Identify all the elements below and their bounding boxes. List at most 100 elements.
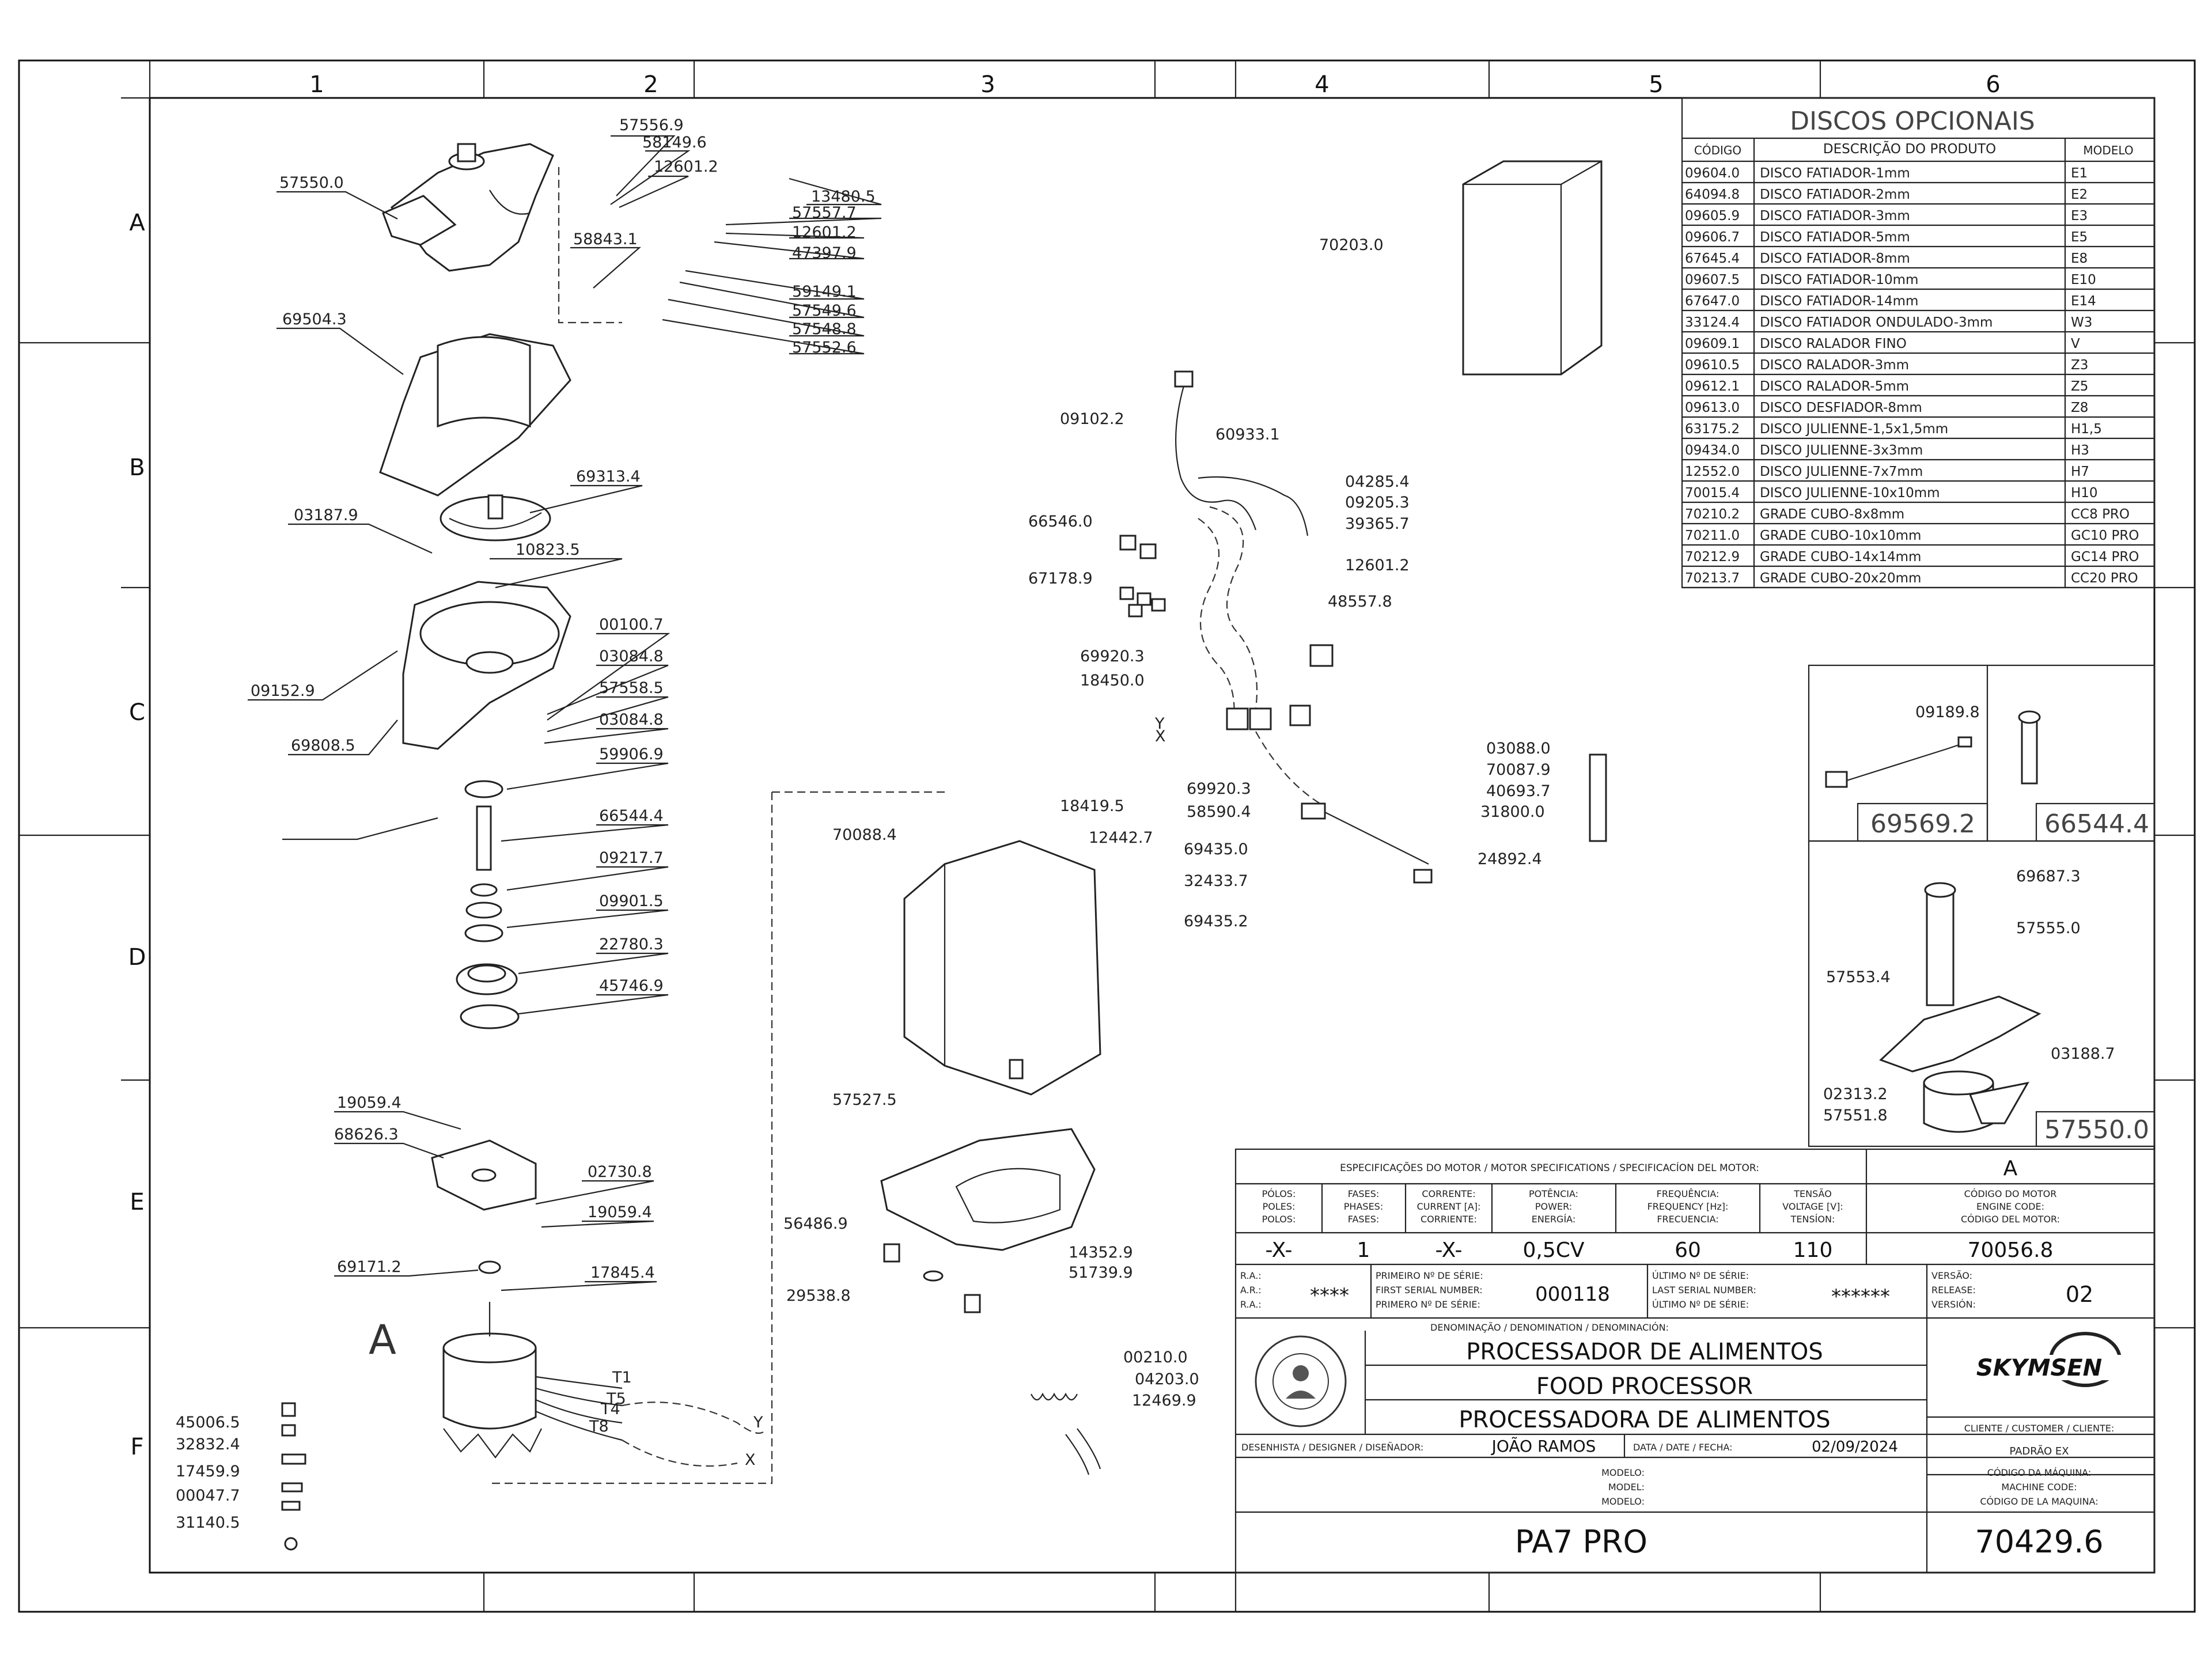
disc-model: Z8 — [2071, 400, 2088, 415]
callout: 32832.4 — [176, 1435, 240, 1453]
callout: 57527.5 — [832, 1091, 897, 1109]
feed-chute-sketch — [379, 333, 571, 497]
zone-col-4: 4 — [1315, 71, 1329, 98]
spec-value: 0,5CV — [1522, 1238, 1584, 1262]
machine-code-label-3: CÓDIGO DE LA MAQUINA: — [1980, 1496, 2098, 1507]
zone-col-5: 5 — [1649, 71, 1663, 98]
discs-header-desc: DESCRIÇÃO DO PRODUTO — [1823, 141, 1996, 157]
spec-col-heading: VOLTAGE [V]: — [1782, 1201, 1843, 1212]
callout: 18419.5 — [1060, 797, 1124, 815]
skymsen-logo: SKYMSEN — [1976, 1332, 2152, 1387]
callout: 09152.9 — [251, 682, 315, 700]
disc-model: CC8 PRO — [2071, 507, 2130, 522]
wire-labels: T1 T5 T4 T8 Y X Y X — [589, 715, 1166, 1469]
disc-code: 09610.5 — [1685, 358, 1740, 373]
zone-col-1: 1 — [309, 71, 324, 98]
motor-sketch — [442, 1260, 767, 1467]
disc-model: H3 — [2071, 443, 2089, 458]
callout: 69313.4 — [576, 468, 641, 486]
kit-box-sketch — [1462, 160, 1603, 376]
hardware-sketch — [281, 1402, 306, 1551]
disc-desc: DISCO JULIENNE-3x3mm — [1760, 443, 1923, 458]
callout: 00047.7 — [176, 1487, 240, 1505]
authorized-service-seal — [1255, 1335, 1347, 1427]
disc-desc: DISCO DESFIADOR-8mm — [1760, 400, 1922, 415]
disc-code: 70213.7 — [1685, 571, 1740, 586]
callout: 69687.3 — [2016, 868, 2081, 885]
wire-label: Y — [753, 1414, 763, 1431]
version-label-3: VERSIÓN: — [1931, 1299, 1976, 1310]
callout: 12601.2 — [1345, 556, 1410, 574]
ejector-disc-sketch — [440, 494, 551, 541]
lid-feeder-sketch — [382, 143, 554, 272]
last-serial-label-3: ÚLTIMO Nº DE SÉRIE: — [1652, 1299, 1749, 1310]
callout: 19059.4 — [588, 1203, 652, 1221]
zone-row-a: A — [129, 210, 145, 236]
disc-desc: DISCO RALADOR-3mm — [1760, 358, 1909, 373]
optional-discs-table: DISCOS OPCIONAIS CÓDIGO DESCRIÇÃO DO PRO… — [1681, 97, 2156, 589]
callout: 12469.9 — [1132, 1392, 1196, 1410]
motor-plate-sketch — [431, 1139, 537, 1211]
callout: 66546.0 — [1028, 513, 1093, 531]
product-name-es: PROCESSADORA DE ALIMENTOS — [1459, 1407, 1830, 1433]
callout: 69808.5 — [291, 737, 355, 755]
version: 02 — [2066, 1282, 2093, 1307]
disc-model: E10 — [2071, 272, 2096, 287]
callout: 70087.9 — [1486, 761, 1551, 779]
callout: 57553.4 — [1826, 968, 1891, 986]
callout-labels: 57550.0 57556.9 58149.6 12601.2 13480.5 … — [176, 116, 2115, 1532]
date-label: DATA / DATE / FECHA: — [1633, 1442, 1733, 1453]
disc-code: 09612.1 — [1685, 379, 1740, 394]
version-label-1: VERSÃO: — [1931, 1270, 1972, 1281]
spec-col-heading: ENGINE CODE: — [1976, 1201, 2044, 1212]
connector-sketch — [1119, 535, 1166, 618]
bowl-housing-sketch — [402, 581, 571, 750]
motor-cover-sketch — [903, 840, 1101, 1096]
zone-col-2: 2 — [643, 71, 658, 98]
product-name-en: FOOD PROCESSOR — [1536, 1373, 1753, 1400]
callout: 47397.9 — [792, 244, 857, 262]
drawing-frame: 1 2 3 4 5 6 A B C D E F — [18, 59, 2196, 1613]
disc-desc: DISCO FATIADOR ONDULADO-3mm — [1760, 315, 1993, 330]
shaft-stack-sketch — [456, 780, 520, 1029]
disc-model: GC10 PRO — [2071, 528, 2139, 543]
callout: 69920.3 — [1080, 647, 1145, 665]
ra-label-1: R.A.: — [1240, 1270, 1262, 1281]
callout: 03084.8 — [599, 711, 664, 729]
disc-code: 70015.4 — [1685, 486, 1740, 501]
callout: 19059.4 — [337, 1094, 402, 1112]
callout: 09901.5 — [599, 892, 664, 910]
callout: 29538.8 — [786, 1287, 851, 1305]
disc-code: 70211.0 — [1685, 528, 1740, 543]
spec-col-heading: PHASES: — [1344, 1201, 1383, 1212]
discs-title: DISCOS OPCIONAIS — [1790, 107, 2035, 136]
model-name: PA7 PRO — [1515, 1524, 1647, 1560]
callout: 45006.5 — [176, 1414, 240, 1431]
disc-code: 09604.0 — [1685, 166, 1740, 181]
spec-value: 1 — [1357, 1238, 1370, 1262]
disc-desc: DISCO FATIADOR-1mm — [1760, 166, 1910, 181]
disc-model: E3 — [2071, 209, 2088, 224]
callout: 68626.3 — [334, 1126, 399, 1143]
zone-row-e: E — [130, 1189, 144, 1215]
model-label-2: MODEL: — [1608, 1482, 1645, 1493]
callout: 57558.5 — [599, 679, 664, 697]
leader-lines — [248, 135, 882, 1291]
callout: 17459.9 — [176, 1463, 240, 1480]
denomination-label: DENOMINAÇÃO / DENOMINATION / DENOMINACIÓ… — [1430, 1322, 1669, 1333]
first-serial-label-2: FIRST SERIAL NUMBER: — [1376, 1285, 1483, 1296]
disc-desc: GRADE CUBO-10x10mm — [1760, 528, 1921, 543]
callout: 00210.0 — [1123, 1349, 1188, 1366]
callout: 48557.8 — [1328, 593, 1392, 611]
motor-variant-letter: A — [369, 1316, 396, 1363]
callout: 57551.8 — [1823, 1107, 1888, 1124]
zone-col-3: 3 — [980, 71, 995, 98]
callout: 57548.8 — [792, 320, 857, 338]
disc-desc: DISCO FATIADOR-5mm — [1760, 230, 1910, 245]
discs-header-code: CÓDIGO — [1694, 143, 1741, 157]
disc-code: 12552.0 — [1685, 464, 1740, 479]
model-label-3: MODELO: — [1601, 1496, 1645, 1507]
first-serial-label-3: PRIMERO Nº DE SÉRIE: — [1376, 1299, 1480, 1310]
zone-row-b: B — [129, 454, 145, 481]
